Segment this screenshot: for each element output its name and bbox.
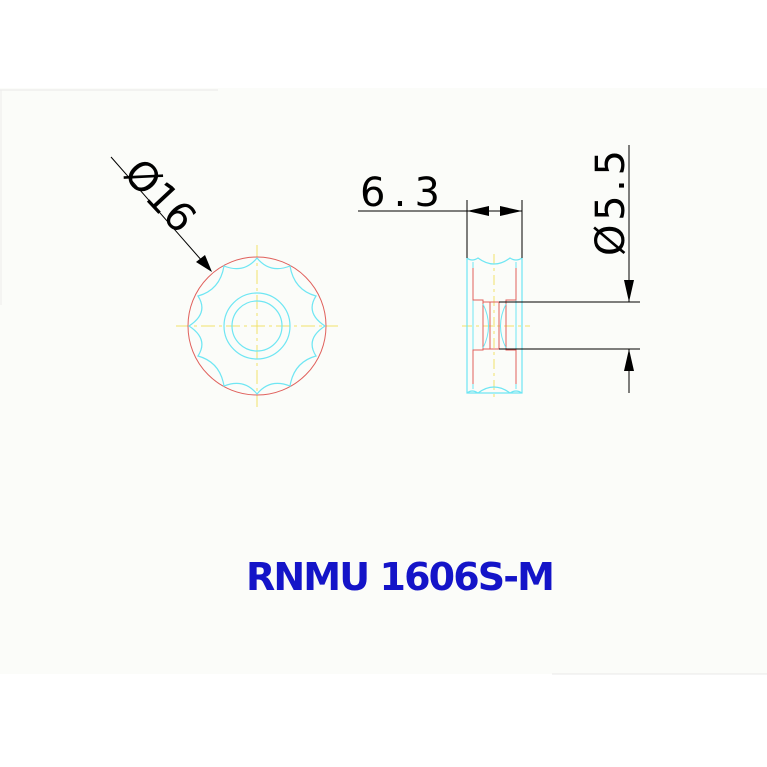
bore-outer-circle bbox=[223, 292, 291, 360]
leader-line bbox=[110, 156, 204, 263]
dimension-width: 6.3 bbox=[358, 170, 523, 258]
inner-arrowhead-bottom bbox=[624, 349, 634, 371]
width-arrowhead-left bbox=[467, 206, 489, 216]
width-arrowhead-right bbox=[500, 206, 522, 216]
bore-inner-circle bbox=[231, 300, 283, 352]
side-body-outline bbox=[466, 257, 523, 394]
insert-top-view bbox=[176, 245, 338, 407]
part-code: RNMU 1606S-M bbox=[246, 555, 556, 599]
side-bore-curves bbox=[482, 303, 507, 349]
scalloped-outline bbox=[187, 257, 327, 395]
inner-arrowhead-top bbox=[624, 280, 634, 302]
side-bore-section bbox=[472, 268, 517, 384]
insert-side-view bbox=[462, 254, 530, 398]
paper-sheet bbox=[0, 88, 767, 674]
width-label: 6.3 bbox=[360, 170, 440, 216]
leader-arrowhead bbox=[196, 255, 212, 272]
diameter-inner-label: Ø5.5 bbox=[588, 150, 634, 256]
dimension-inner-diameter: Ø5.5 bbox=[499, 145, 640, 393]
